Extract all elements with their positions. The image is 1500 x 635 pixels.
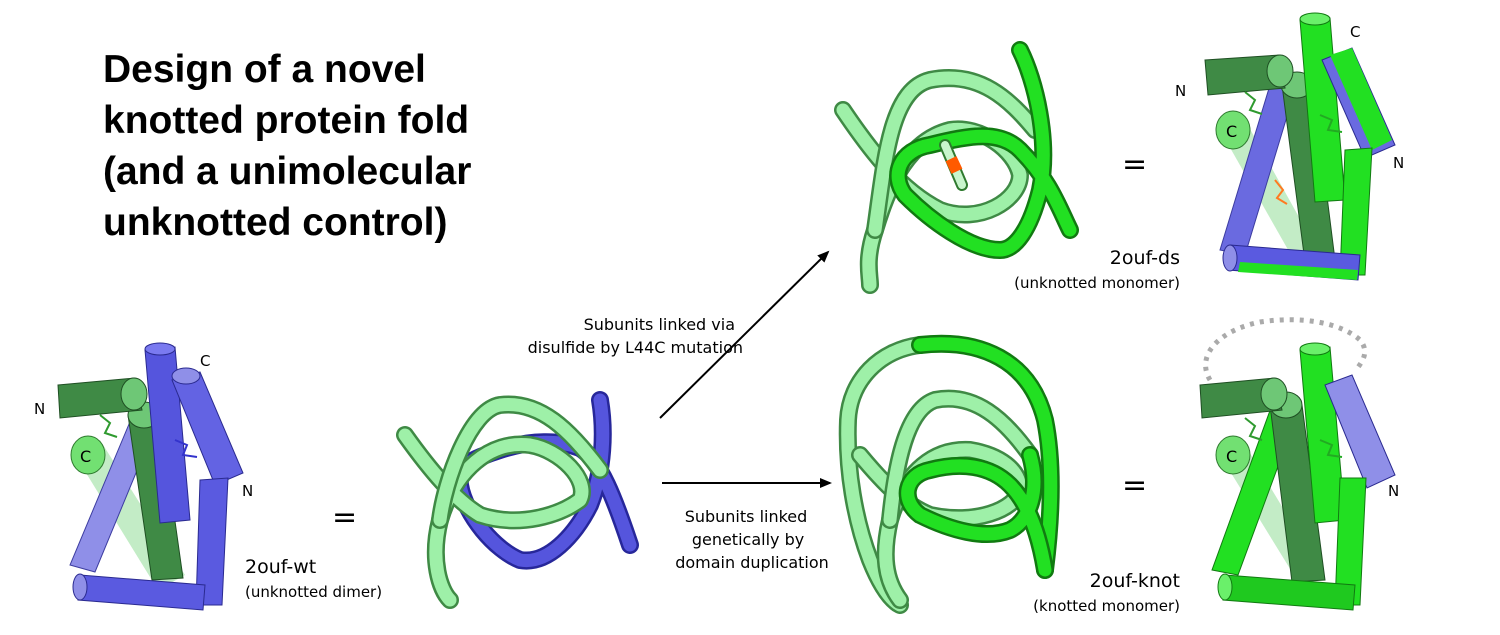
helix-light — [1220, 120, 1320, 262]
knot-subtitle: (knotted monomer) — [1033, 597, 1180, 615]
helix-end — [171, 367, 201, 385]
equals-sign: = — [1122, 147, 1147, 182]
figure-title: Design of a novel knotted protein fold (… — [103, 44, 471, 248]
helix-blue-bottom — [77, 574, 206, 611]
ds-cartoon — [1204, 12, 1396, 281]
title-line: knotted protein fold — [103, 99, 470, 142]
sidechain — [174, 439, 198, 458]
arrow-up — [659, 250, 830, 419]
helix-end — [1299, 342, 1331, 356]
helix-bright-long — [1334, 477, 1367, 606]
disulfide-sidechain — [1274, 179, 1288, 205]
ds-c-label-top: C — [1350, 23, 1360, 41]
knot-cartoon — [1199, 317, 1396, 611]
wt-cartoon — [57, 342, 244, 611]
wt-knot-diagram — [396, 391, 639, 609]
helix-bright-long — [1339, 147, 1373, 276]
ds-subtitle: (unknotted monomer) — [1014, 274, 1180, 292]
helix-lavender-right — [1324, 374, 1396, 489]
helix-end — [144, 342, 176, 356]
equals-sign: = — [332, 500, 357, 535]
wt-subtitle: (unknotted dimer) — [245, 583, 382, 601]
knot-bright-chain — [913, 337, 1058, 577]
dashed-loop — [1203, 317, 1368, 382]
arrow-right-label-3: domain duplication — [675, 553, 829, 572]
sidechain — [1244, 91, 1263, 115]
helix-end-c — [1215, 110, 1251, 150]
helix-bright-bottom — [1222, 574, 1356, 611]
ds-name: 2ouf-ds — [1110, 247, 1180, 269]
helix-end-c — [70, 435, 106, 475]
wt-n-label-right: N — [242, 482, 253, 500]
disulfide-bond-marker — [945, 156, 963, 174]
title-line: (and a unimolecular — [103, 150, 472, 193]
knot-knot-diagram — [838, 334, 1060, 614]
helix-end — [1260, 377, 1288, 411]
helix-end — [1217, 573, 1233, 601]
helix-end-c — [1215, 435, 1251, 475]
helix-top-green — [1204, 54, 1286, 96]
helix-end — [120, 377, 148, 411]
helix-top-green — [57, 377, 143, 419]
wt-n-label: N — [34, 400, 45, 418]
helix-end — [72, 573, 88, 601]
knot-c-label: C — [1226, 447, 1237, 466]
helix-end — [1222, 244, 1238, 272]
wt-name: 2ouf-wt — [245, 556, 316, 578]
knot-n-label: N — [1388, 482, 1399, 500]
sidechain — [99, 414, 118, 438]
wt-c-label: C — [200, 352, 210, 370]
arrow-right-label-2: genetically by — [692, 530, 804, 549]
green-chain — [433, 397, 607, 527]
equals-sign: = — [1122, 468, 1147, 503]
ds-n-label: N — [1175, 82, 1186, 100]
ds-bright-chain — [891, 43, 1077, 257]
ds-c-label: C — [1226, 122, 1237, 141]
ds-light-chain — [868, 71, 1042, 237]
knot-name: 2ouf-knot — [1090, 570, 1180, 592]
ds-n-label-right: N — [1393, 154, 1404, 172]
title-line: unknotted control) — [103, 201, 448, 244]
sidechain — [1244, 417, 1263, 441]
title-line: Design of a novel — [103, 48, 426, 91]
ds-knot-diagram — [834, 41, 1079, 294]
sidechain — [1319, 439, 1343, 458]
knot-light-chain — [883, 392, 1037, 527]
helix-end — [1299, 12, 1331, 26]
arrow-up-label-2: disulfide by L44C mutation — [528, 338, 743, 357]
helix-end — [1266, 54, 1294, 88]
arrow-up-label-1: Subunits linked via — [584, 315, 735, 334]
wt-c-label-inner: C — [80, 447, 91, 466]
helix-bright-overlay — [1330, 48, 1392, 150]
helix-bright-bottom — [1238, 262, 1358, 280]
knot-light-chain — [841, 338, 927, 612]
knot-bright-chain — [901, 448, 1052, 577]
sidechain — [1319, 114, 1343, 133]
helix-blue-long — [195, 477, 229, 606]
arrow-right-label-1: Subunits linked — [685, 507, 808, 526]
